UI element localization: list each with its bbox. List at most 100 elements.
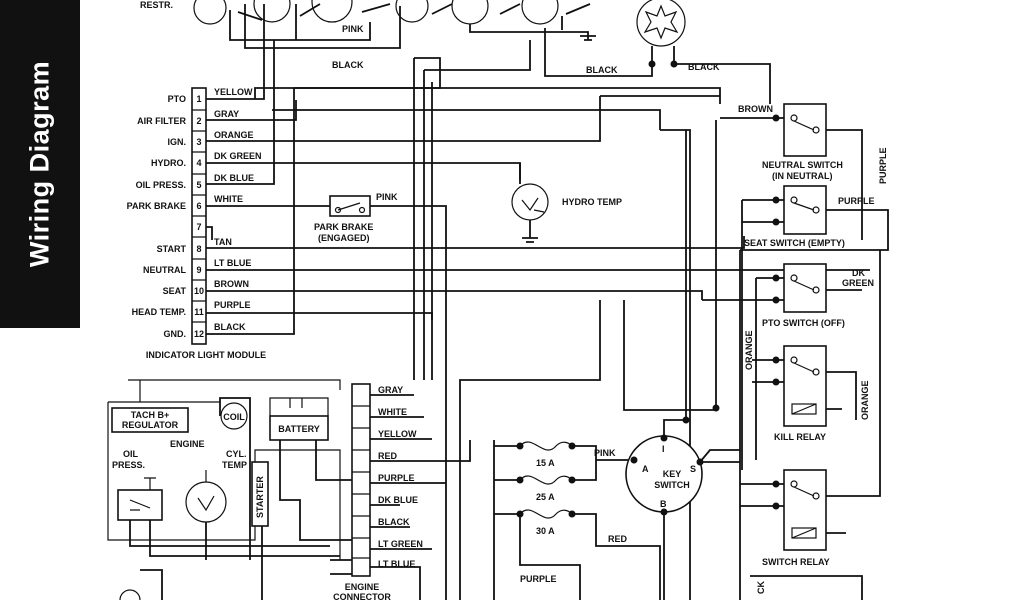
battery-label: BATTERY	[278, 424, 320, 434]
black-top-mid-label: BLACK	[586, 65, 618, 75]
module-pin-5: 5	[196, 180, 201, 190]
module-wire-dk-green: DK GREEN	[214, 151, 262, 161]
module-pin-3: 3	[196, 137, 201, 147]
module-func-head-temp: HEAD TEMP.	[132, 307, 186, 317]
connector-wire-lt-green: LT GREEN	[378, 539, 423, 549]
connector-wire-white: WHITE	[378, 407, 407, 417]
black-top-left-label: BLACK	[332, 60, 364, 70]
resistor-label: RESTR.	[140, 0, 173, 10]
kill-relay-label: KILL RELAY	[774, 432, 826, 442]
module-pin-1: 1	[196, 94, 201, 104]
cyl-temp-label-1: CYL.	[226, 449, 247, 459]
module-pin-11: 11	[194, 307, 204, 317]
module-pin-8: 8	[196, 244, 201, 254]
starter-label: STARTER	[255, 476, 265, 518]
fuse-red-label: RED	[608, 534, 628, 544]
fuse-pink-label: PINK	[594, 448, 616, 458]
fuse-purple-label: PURPLE	[520, 574, 557, 584]
fuse-30a-label: 30 A	[536, 526, 555, 536]
seat-switch-label: SEAT SWITCH (EMPTY)	[744, 238, 845, 248]
wiring-diagram-title-bar: Wiring Diagram	[0, 0, 80, 328]
fuse-15a-label: 15 A	[536, 458, 555, 468]
right-bus-wires: CK	[459, 66, 863, 600]
indicator-light-module: 1 2 3 4 5 6 7 8 9 10 11 12 PTO AIR FILTE…	[127, 4, 870, 380]
module-func-neutral: NEUTRAL	[143, 265, 186, 275]
module-wire-gray: GRAY	[214, 109, 239, 119]
seat-switch-wire: PURPLE	[838, 196, 875, 206]
connector-wire-black: BLACK	[378, 517, 410, 527]
bottom-right-label: CK	[756, 581, 766, 594]
module-func-gnd: GND.	[164, 329, 187, 339]
engine-label: ENGINE	[170, 439, 205, 449]
pto-switch-wire-dk: DK	[852, 268, 865, 278]
module-wire-orange: ORANGE	[214, 130, 254, 140]
kill-relay: ORANGE ORANGE KILL RELAY	[744, 330, 870, 442]
kill-relay-wire-right: ORANGE	[860, 380, 870, 420]
module-pin-7: 7	[196, 222, 201, 232]
module-func-park-brake: PARK BRAKE	[127, 201, 186, 211]
park-brake-state: (ENGAGED)	[318, 233, 370, 243]
key-switch-terminal-a: A	[642, 464, 649, 474]
pto-switch: DK GREEN PTO SWITCH (OFF)	[702, 263, 874, 328]
module-func-seat: SEAT	[163, 286, 187, 296]
black-top-right-label: BLACK	[688, 62, 720, 72]
engine-connector: GRAY WHITE YELLOW RED PURPLE DK BLUE BLA…	[330, 383, 471, 600]
module-wire-yellow: YELLOW	[214, 87, 253, 97]
module-func-start: START	[157, 244, 187, 254]
neutral-switch-label: NEUTRAL SWITCH	[762, 160, 843, 170]
module-wire-white: WHITE	[214, 194, 243, 204]
tach-label: TACH B+	[131, 410, 170, 420]
regulator-label: REGULATOR	[122, 420, 179, 430]
coil-label: COIL	[223, 412, 245, 422]
engine-block: TACH B+ REGULATOR COIL BATTERY ENGINE OI…	[107, 379, 352, 600]
module-title: INDICATOR LIGHT MODULE	[146, 350, 266, 360]
key-switch-label-2: SWITCH	[654, 480, 690, 490]
module-func-pto: PTO	[168, 94, 186, 104]
module-wire-purple: PURPLE	[214, 300, 251, 310]
switch-relay: SWITCH RELAY	[740, 250, 881, 567]
park-brake-wire: PINK	[376, 192, 398, 202]
fuse-block: 15 A 25 A 30 A PINK RED PURPLE	[493, 440, 661, 600]
pto-switch-label: PTO SWITCH (OFF)	[762, 318, 845, 328]
module-wire-brown: BROWN	[214, 279, 249, 289]
key-switch-terminal-s: S	[690, 464, 696, 474]
connector-wire-dk-blue: DK BLUE	[378, 495, 418, 505]
park-brake-label: PARK BRAKE	[314, 222, 373, 232]
pink-top-label: PINK	[342, 24, 364, 34]
park-brake-switch: PINK PARK BRAKE (ENGAGED)	[314, 192, 447, 390]
module-func-oil-press: OIL PRESS.	[136, 180, 186, 190]
hydro-temp-label: HYDRO TEMP	[562, 197, 622, 207]
module-pin-4: 4	[196, 158, 201, 168]
connector-wire-gray: GRAY	[378, 385, 403, 395]
hydro-temp-sensor: HYDRO TEMP	[511, 183, 622, 243]
neutral-switch-wire-out: PURPLE	[878, 147, 888, 184]
seat-switch: PURPLE SEAT SWITCH (EMPTY)	[740, 185, 889, 251]
module-wire-tan: TAN	[214, 237, 232, 247]
module-func-hydro: HYDRO.	[151, 158, 186, 168]
connector-wire-yellow: YELLOW	[378, 429, 417, 439]
key-switch: KEY SWITCH I A S B	[625, 419, 740, 600]
key-switch-terminal-b: B	[660, 499, 667, 509]
module-func-ign: IGN.	[167, 137, 186, 147]
key-switch-label-1: KEY	[663, 469, 682, 479]
module-func-air-filter: AIR FILTER	[137, 116, 186, 126]
module-pin-2: 2	[196, 116, 201, 126]
key-switch-terminal-i: I	[662, 444, 665, 454]
connector-wire-red: RED	[378, 451, 398, 461]
connector-wire-lt-blue: LT BLUE	[378, 559, 415, 569]
fuse-25a-label: 25 A	[536, 492, 555, 502]
module-pin-12: 12	[194, 329, 204, 339]
pto-switch-wire-green: GREEN	[842, 278, 874, 288]
neutral-switch-wire-in: BROWN	[738, 104, 773, 114]
cyl-temp-label-2: TEMP	[222, 460, 247, 470]
top-gauges: RESTR. PINK BLACK BLACK BLACK	[140, 0, 771, 77]
module-pin-10: 10	[194, 286, 204, 296]
switch-relay-label: SWITCH RELAY	[762, 557, 830, 567]
neutral-switch-state: (IN NEUTRAL)	[772, 171, 833, 181]
connector-label-1: ENGINE	[345, 582, 380, 592]
oil-press-label-1: OIL	[123, 449, 139, 459]
kill-relay-wire-left: ORANGE	[744, 330, 754, 370]
module-pin-9: 9	[196, 265, 201, 275]
module-wire-black: BLACK	[214, 322, 246, 332]
